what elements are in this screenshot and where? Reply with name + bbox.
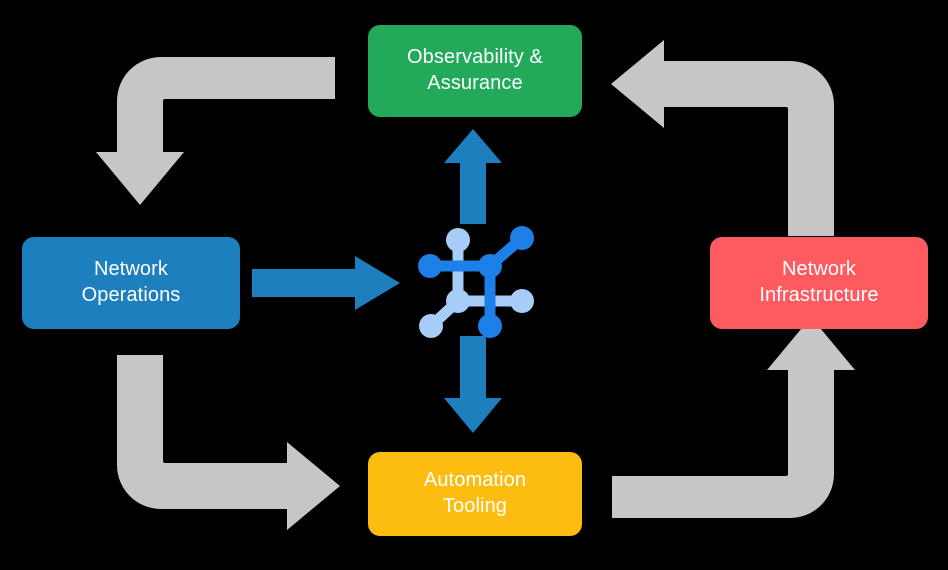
topology-node-mid-left — [446, 289, 470, 313]
topology-node-right — [510, 289, 534, 313]
topology-node-hub — [478, 254, 502, 278]
topology-nodes-dark — [418, 226, 534, 338]
node-network-infrastructure[interactable]: Network Infrastructure — [710, 237, 928, 329]
topology-node-top-left — [446, 228, 470, 252]
topology-node-bottom-left — [419, 314, 443, 338]
node-automation-label: Automation Tooling — [423, 469, 527, 517]
network-topology-icon — [418, 226, 534, 338]
connector-center-to-observability — [444, 129, 502, 224]
connector-operations-to-automation — [117, 355, 340, 530]
node-observability-label: Observability & Assurance — [407, 46, 543, 94]
connector-center-to-automation — [444, 336, 502, 433]
topology-node-bottom-hub — [478, 314, 502, 338]
connector-infrastructure-to-observability — [611, 40, 834, 236]
topology-node-top-right — [510, 226, 534, 250]
node-infrastructure-label: Network Infrastructure — [759, 258, 879, 306]
topology-nodes-light — [419, 228, 534, 338]
node-network-operations[interactable]: Network Operations — [22, 237, 240, 329]
node-observability-assurance[interactable]: Observability & Assurance — [368, 25, 582, 117]
connector-observability-to-operations — [96, 57, 335, 205]
node-operations-label: Network Operations — [81, 258, 181, 306]
connector-operations-to-center — [252, 256, 400, 310]
topology-node-left — [418, 254, 442, 278]
connector-automation-to-infrastructure — [612, 317, 855, 518]
node-automation-tooling[interactable]: Automation Tooling — [368, 452, 582, 536]
